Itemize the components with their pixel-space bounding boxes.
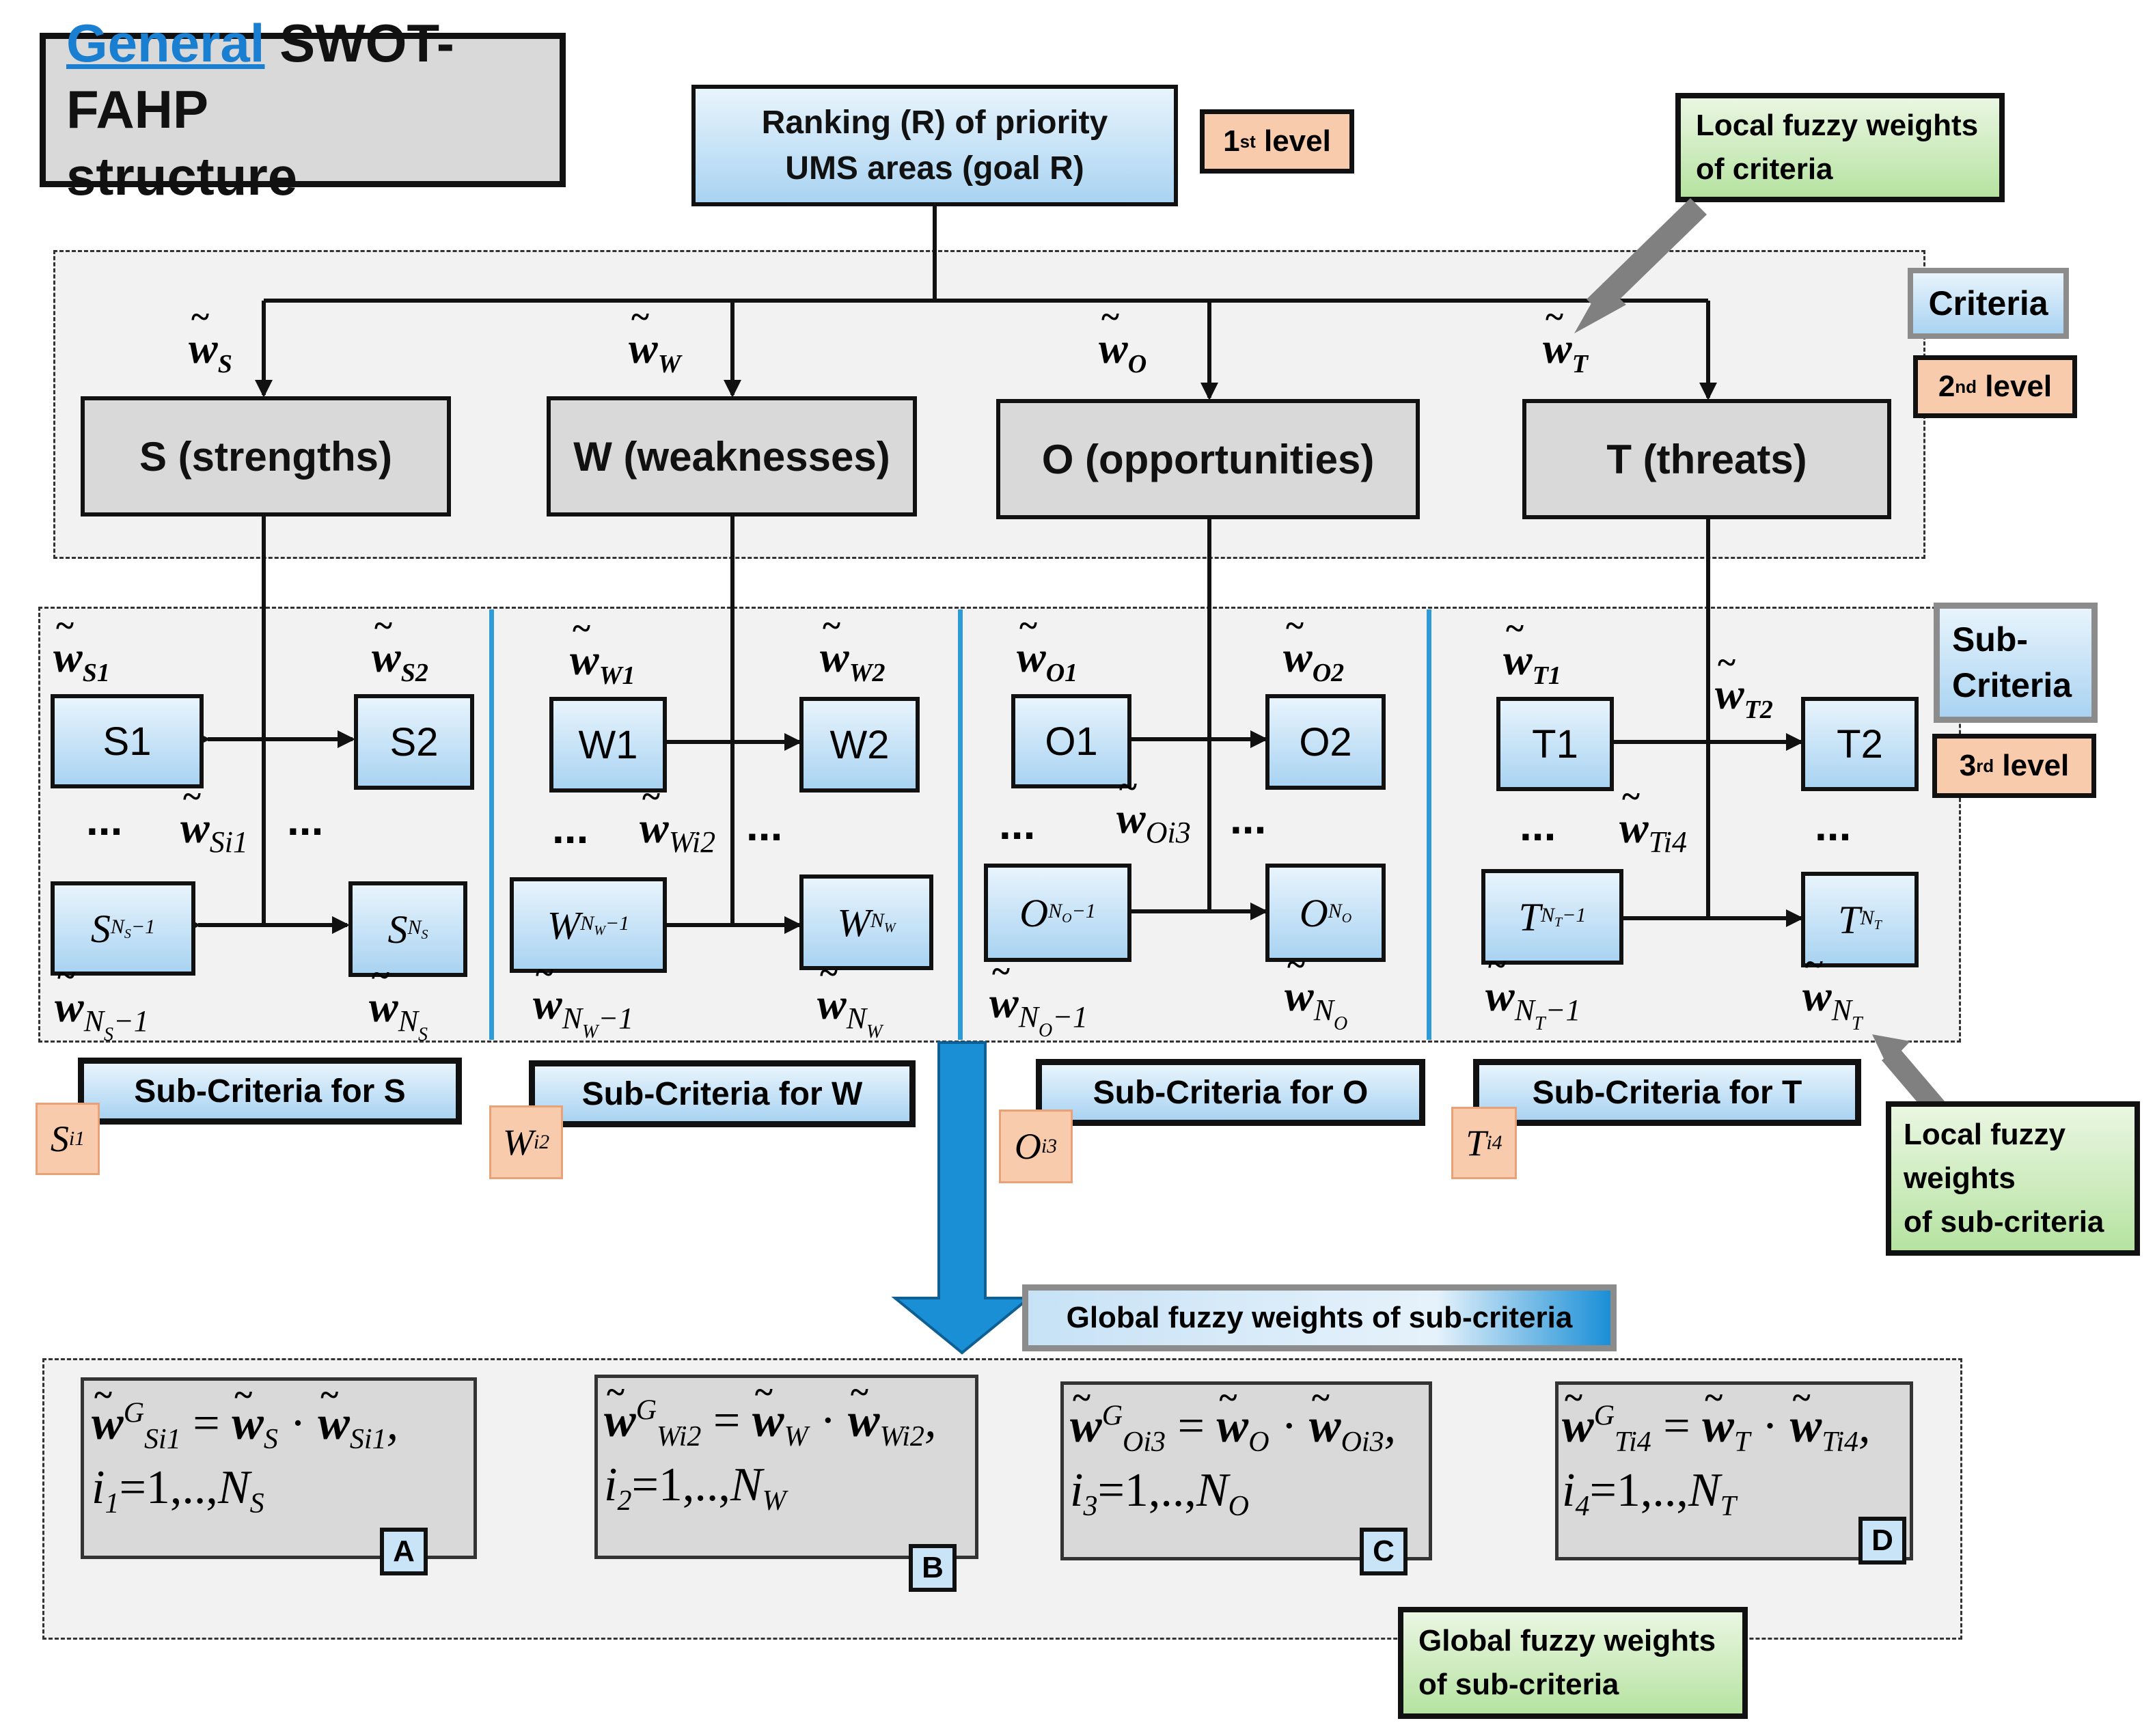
title-line2: structure	[66, 146, 298, 206]
title-rest: SWOT-FAHP	[66, 12, 454, 140]
weight-w-n-minus-1: wNW−1	[533, 955, 633, 1042]
caption-sub-t: Sub-Criteria for T	[1473, 1059, 1861, 1126]
weight-wi2: wWi2	[640, 779, 715, 857]
badge-d: D	[1858, 1517, 1906, 1565]
weight-w2: wW2	[820, 608, 885, 686]
criteria-label: Criteria	[1908, 268, 2069, 339]
weight-t-n-minus-1: wNT−1	[1485, 947, 1580, 1034]
dots-t-right: ...	[1815, 801, 1852, 850]
weight-t1: wT1	[1503, 611, 1561, 689]
note-local-subcriteria: Local fuzzy weights of sub-criteria	[1886, 1101, 2140, 1256]
subcriterion-o2: O2	[1265, 694, 1386, 790]
criterion-box-w: W (weaknesses)	[547, 396, 917, 516]
note-global-subcriteria: Global fuzzy weights of sub-criteria	[1398, 1607, 1748, 1719]
weight-t2: wT2	[1715, 645, 1773, 723]
formula-box-d	[1555, 1381, 1913, 1560]
diagram-title: General SWOT-FAHP structure	[40, 13, 566, 206]
subcriterion-o1: O1	[1011, 694, 1131, 788]
formula-c: wGOi3 = wO · wOi3, i3=1,..,NO	[1070, 1376, 1396, 1524]
dots-o-left: ...	[999, 799, 1036, 849]
dots-o-right: ...	[1230, 794, 1267, 843]
formula-d: wGTi4 = wT · wTi4, i4=1,..,NT	[1562, 1376, 1871, 1524]
badge-a: A	[380, 1528, 428, 1575]
separator-1	[489, 609, 494, 1040]
formula-b: wGWi2 = wW · wWi2, i2=1,..,NW	[604, 1370, 936, 1519]
weight-criterion-w: wW	[629, 299, 681, 377]
subcriteria-label: Sub- Criteria	[1934, 603, 2098, 723]
badge-b: B	[909, 1544, 957, 1592]
formula-a: wGSi1 = wS · wSi1, i1=1,..,NS	[92, 1373, 398, 1521]
subcriterion-w2: W2	[799, 697, 920, 793]
subcriterion-t2: T2	[1801, 697, 1919, 791]
dots-w-right: ...	[746, 801, 783, 850]
dots-w-left: ...	[552, 803, 589, 853]
separator-2	[958, 609, 963, 1040]
title-link[interactable]: General	[66, 12, 265, 73]
caption-sub-o: Sub-Criteria for O	[1036, 1059, 1425, 1126]
weight-criterion-s: wS	[189, 299, 232, 377]
weight-o2: wO2	[1283, 608, 1344, 686]
weight-si1: wSi1	[180, 779, 248, 857]
weight-w1: wW1	[570, 611, 635, 689]
weight-t-n: wNT	[1802, 947, 1863, 1034]
weight-o-n-minus-1: wNO−1	[989, 954, 1088, 1041]
criterion-box-s: S (strengths)	[81, 396, 451, 516]
subcriterion-t1: T1	[1496, 697, 1614, 791]
weight-o1: wO1	[1017, 608, 1078, 686]
weight-criterion-t: wT	[1543, 299, 1588, 377]
note-local-criteria: Local fuzzy weights of criteria	[1675, 93, 2005, 202]
separator-3	[1427, 609, 1431, 1040]
formula-box-b	[594, 1375, 978, 1559]
criterion-box-t: T (threats)	[1522, 399, 1891, 519]
subcriterion-s1: S1	[51, 694, 204, 788]
weight-criterion-o: wO	[1099, 299, 1147, 377]
weight-oi3: wOi3	[1116, 769, 1191, 848]
criterion-box-o: O (opportunities)	[996, 399, 1420, 519]
caption-sub-w: Sub-Criteria for W	[529, 1060, 916, 1127]
dots-t-left: ...	[1520, 801, 1556, 850]
goal-box: Ranking (R) of priority UMS areas (goal …	[691, 85, 1178, 206]
weight-o-n: wNO	[1285, 947, 1347, 1034]
goal-line1: Ranking (R) of priority	[761, 104, 1108, 141]
weight-s1: wS1	[53, 608, 110, 686]
weight-s-n-minus-1: wNS−1	[55, 958, 149, 1045]
global-weights-banner: Global fuzzy weights of sub-criteria	[1022, 1284, 1617, 1351]
subcriterion-s2: S2	[354, 694, 474, 790]
badge-c: C	[1360, 1528, 1408, 1575]
dots-s-left: ...	[86, 795, 123, 844]
caption-sub-s: Sub-Criteria for S	[78, 1058, 462, 1125]
goal-line2: UMS areas (goal R)	[785, 150, 1084, 187]
dots-s-right: ...	[287, 795, 324, 844]
weight-s-n: wNS	[369, 958, 428, 1045]
weight-s2: wS2	[372, 608, 428, 686]
weight-ti4: wTi4	[1619, 779, 1687, 857]
weight-w-n: wNW	[817, 955, 882, 1042]
